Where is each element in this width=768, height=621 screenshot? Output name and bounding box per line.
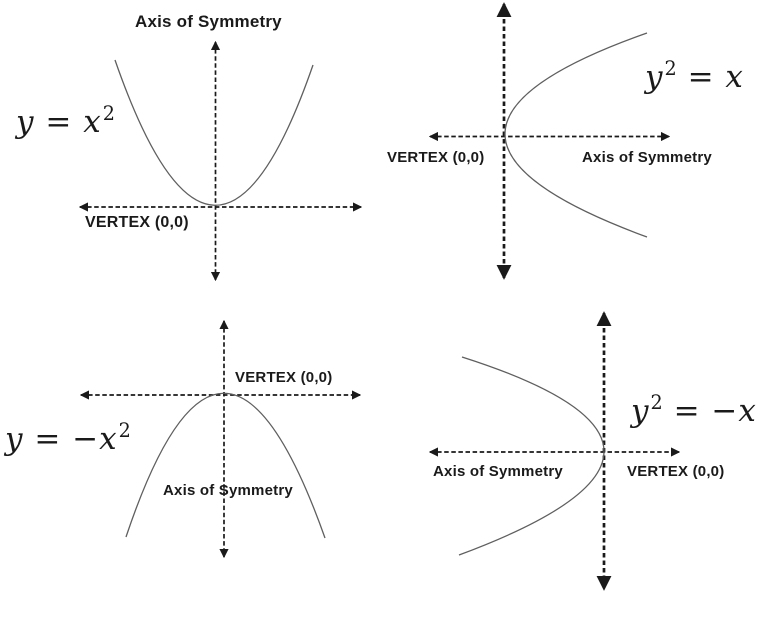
parabola-curve-down (125, 392, 326, 539)
panel-bottom-left (79, 319, 362, 559)
parabola-curve-up (114, 59, 314, 206)
axis-of-symmetry-label: Axis of Symmetry (433, 463, 563, 480)
parabola-curve-left (458, 356, 605, 556)
vertex-label: VERTEX (0,0) (235, 369, 333, 386)
panel-bottom-right (428, 311, 681, 591)
equation-y-equals-minus-x-squared: y = −x2 (5, 419, 131, 457)
vertex-label: VERTEX (0,0) (387, 149, 485, 166)
equation-y-equals-x-squared: y = x2 (16, 102, 115, 140)
axis-of-symmetry-label: Axis of Symmetry (163, 482, 293, 499)
panel-top-right (428, 2, 671, 280)
parabola-curve-right (504, 32, 648, 238)
panel-top-left (78, 40, 363, 282)
vertex-label: VERTEX (0,0) (627, 463, 725, 480)
axis-of-symmetry-label: Axis of Symmetry (582, 149, 712, 166)
axis-of-symmetry-label: Axis of Symmetry (135, 12, 282, 31)
vertex-label: VERTEX (0,0) (85, 214, 189, 231)
equation-y-squared-equals-minus-x: y2 = −x (631, 391, 757, 429)
equation-y-squared-equals-x: y2 = x (645, 57, 744, 95)
